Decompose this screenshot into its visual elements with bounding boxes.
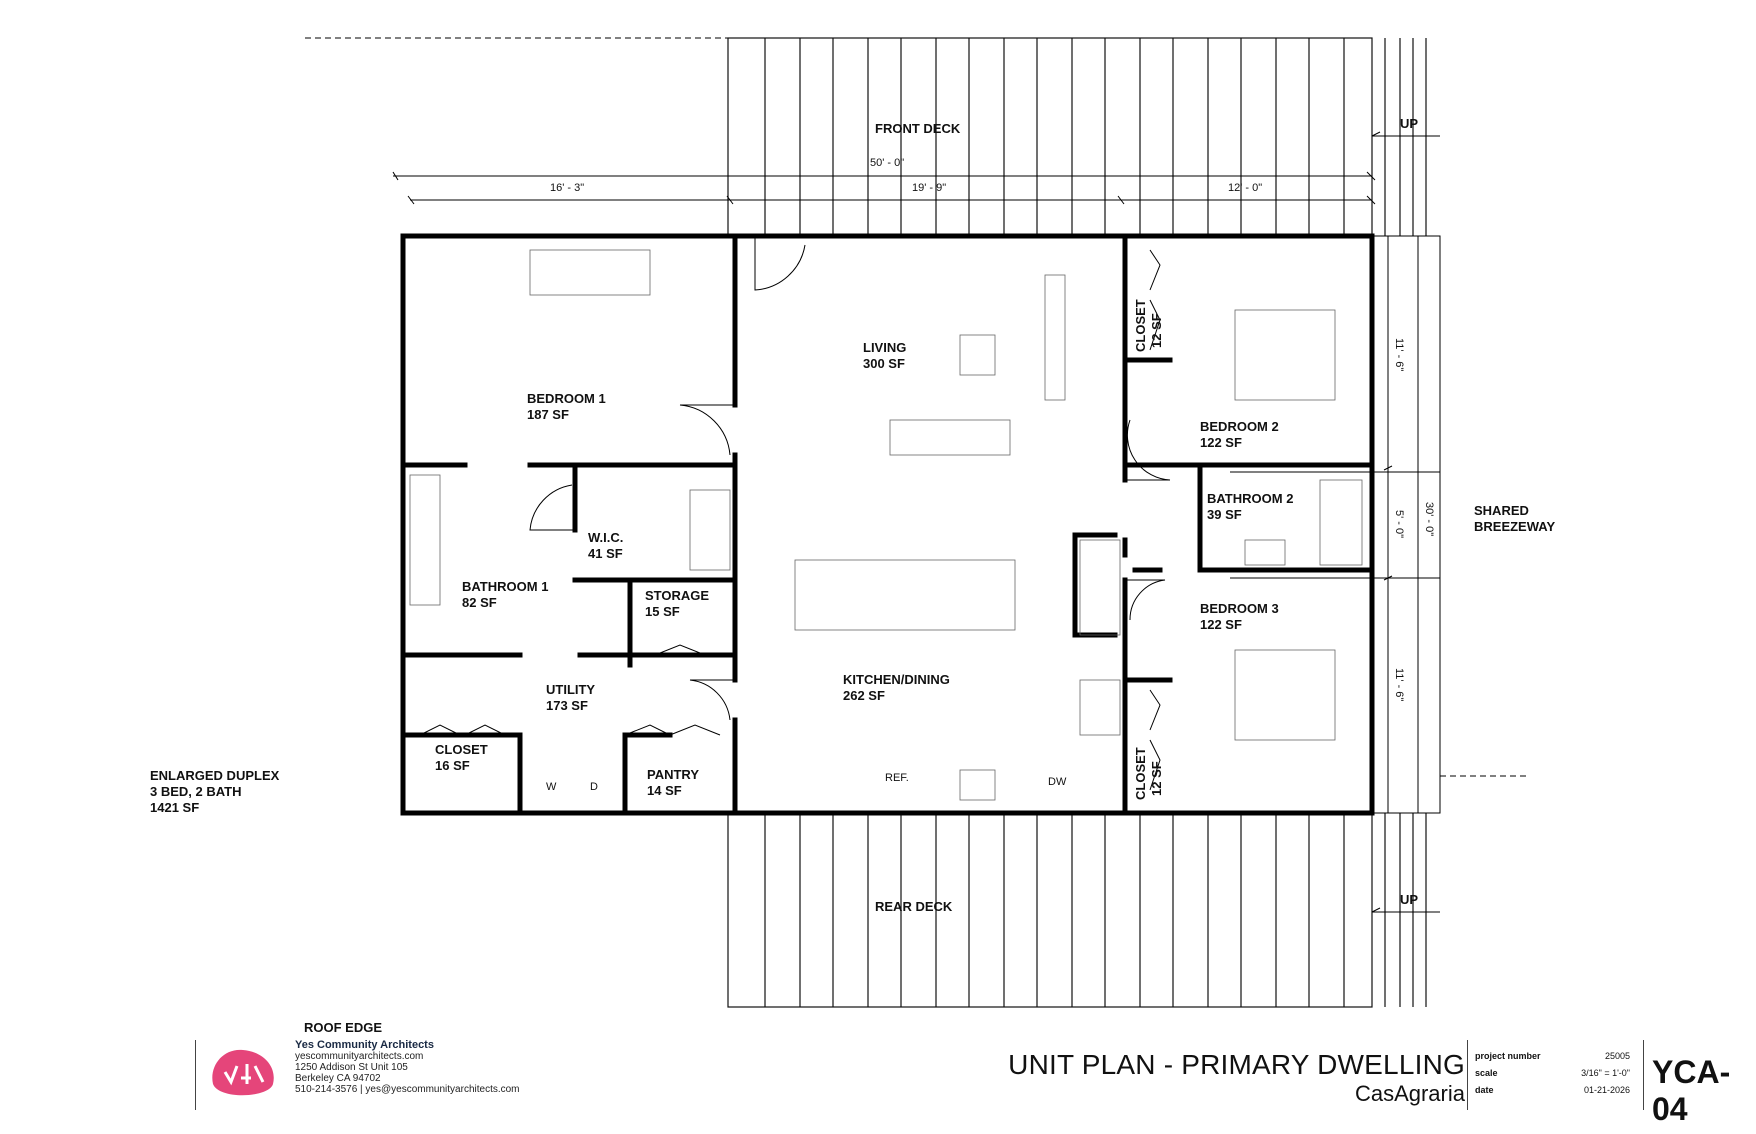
firm-name: Yes Community Architects [295, 1039, 434, 1051]
bathroom2-area: 39 SF [1207, 507, 1242, 522]
exterior-walls [400, 233, 1375, 816]
firm-web: yescommunityarchitects.com [295, 1051, 424, 1062]
meta-scale: scale 3/16" = 1'-0" [1475, 1068, 1630, 1078]
closet-bed2-name: CLOSET [1133, 299, 1148, 352]
project-name: CasAgraria [1354, 1081, 1465, 1106]
kitchen-area: 262 SF [843, 688, 885, 703]
firm-contact: 510-214-3576 | yes@yescommunityarchitect… [295, 1084, 520, 1095]
dim-seg3: 12' - 0" [1228, 182, 1262, 194]
storage-area: 15 SF [645, 604, 680, 619]
title-divider-left [195, 1040, 196, 1110]
dim-seg2: 19' - 9" [912, 182, 946, 194]
rear-deck [727, 812, 1373, 1008]
utility-name: UTILITY [546, 682, 595, 697]
up-label-bottom: UP [1400, 892, 1418, 907]
firm-logo [212, 1049, 274, 1096]
living-name: LIVING [863, 340, 906, 355]
front-deck-label: FRONT DECK [875, 121, 961, 136]
ref-label: REF. [885, 772, 909, 784]
door-swings [419, 236, 1171, 791]
bedroom2-area: 122 SF [1200, 435, 1242, 450]
closet-utility-name: CLOSET [435, 742, 488, 757]
closet-bed3-area: 12 SF [1149, 761, 1164, 796]
firm-addr2: Berkeley CA 94702 [295, 1073, 381, 1084]
kitchen-name: KITCHEN/DINING [843, 672, 950, 687]
bedroom1-name: BEDROOM 1 [527, 391, 606, 406]
title-divider-mid [1467, 1040, 1468, 1110]
interior-walls [400, 233, 1375, 816]
duplex-label-3: 1421 SF [150, 800, 199, 815]
dryer-label: D [590, 781, 598, 793]
wic-area: 41 SF [588, 546, 623, 561]
meta-date: date 01-21-2026 [1475, 1085, 1630, 1095]
dim-side3: 11' - 6" [1393, 668, 1405, 701]
utility-area: 173 SF [546, 698, 588, 713]
bedroom3-area: 122 SF [1200, 617, 1242, 632]
bedroom2-name: BEDROOM 2 [1200, 419, 1279, 434]
dw-label: DW [1048, 776, 1067, 788]
breezeway-label-2: BREEZEWAY [1474, 519, 1555, 534]
dim-side-total: 30' - 0" [1423, 502, 1435, 536]
title-block: Yes Community Architects yescommunityarc… [195, 1039, 1745, 1127]
up-label-top: UP [1400, 116, 1418, 131]
pantry-area: 14 SF [647, 783, 682, 798]
sheet-number: YCA-04 [1652, 1054, 1731, 1127]
closet-utility-area: 16 SF [435, 758, 470, 773]
pantry-name: PANTRY [647, 767, 699, 782]
furniture [409, 249, 1363, 801]
bedroom1-area: 187 SF [527, 407, 569, 422]
duplex-label-1: ENLARGED DUPLEX [150, 768, 280, 783]
title-divider-right [1643, 1040, 1644, 1110]
floor-plan: FRONT DECK REAR DECK LIVING 300 SF BEDRO… [150, 37, 1555, 1035]
project-meta: project number 25005 scale 3/16" = 1'-0"… [1475, 1048, 1630, 1099]
dim-side1: 11' - 6" [1393, 338, 1405, 371]
wic-name: W.I.C. [588, 530, 623, 545]
rear-deck-label: REAR DECK [875, 899, 953, 914]
closet-bed2-area: 12 SF [1149, 313, 1164, 348]
bathroom2-name: BATHROOM 2 [1207, 491, 1293, 506]
sheet-title: UNIT PLAN - PRIMARY DWELLING [1008, 1049, 1465, 1080]
dim-seg1: 16' - 3" [550, 182, 584, 194]
firm-addr1: 1250 Addison St Unit 105 [295, 1062, 408, 1073]
dim-overall: 50' - 0" [870, 157, 904, 169]
dim-side2: 5' - 0" [1393, 510, 1405, 538]
meta-project-number: project number 25005 [1475, 1051, 1630, 1061]
bathroom1-name: BATHROOM 1 [462, 579, 548, 594]
closet-bed3-name: CLOSET [1133, 747, 1148, 800]
bedroom3-name: BEDROOM 3 [1200, 601, 1279, 616]
storage-name: STORAGE [645, 588, 709, 603]
bathroom1-area: 82 SF [462, 595, 497, 610]
front-deck [727, 37, 1373, 237]
living-area: 300 SF [863, 356, 905, 371]
firm-info: Yes Community Architects yescommunityarc… [295, 1039, 520, 1096]
roof-edge-label: ROOF EDGE [304, 1020, 382, 1035]
dimension-lines [392, 171, 1440, 813]
duplex-label-2: 3 BED, 2 BATH [150, 784, 242, 799]
sheet-title-block: UNIT PLAN - PRIMARY DWELLING CasAgraria [1008, 1050, 1465, 1108]
washer-label: W [546, 781, 557, 793]
breezeway-label-1: SHARED [1474, 503, 1529, 518]
